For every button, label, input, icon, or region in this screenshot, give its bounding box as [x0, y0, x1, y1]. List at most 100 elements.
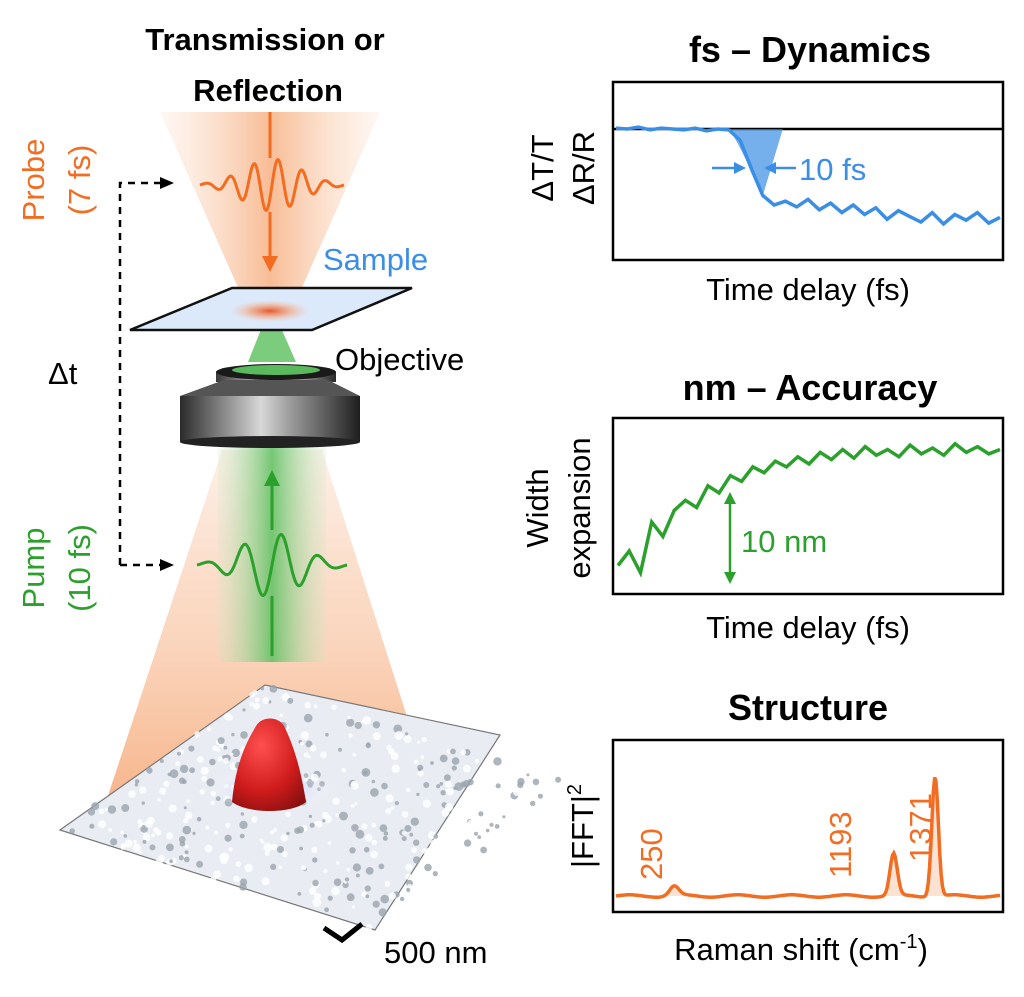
- surface-texture-dot: [351, 780, 358, 788]
- surface-texture-dot: [169, 769, 179, 779]
- surface-texture-dot: [344, 877, 350, 882]
- pump-duration: (10 fs): [62, 524, 97, 612]
- surface-texture-dot: [297, 892, 302, 896]
- surface-texture-dot: [98, 808, 105, 815]
- surface-texture-dot: [371, 779, 376, 784]
- surface-texture-dot: [440, 790, 446, 796]
- surface-texture-dot: [240, 731, 248, 739]
- accuracy-trace: [616, 441, 1001, 578]
- surface-texture-dot: [175, 761, 180, 766]
- surface-texture-dot: [378, 863, 385, 870]
- peak-label-1193: 1193: [823, 811, 858, 878]
- surface-texture-dot: [415, 883, 422, 890]
- surface-texture-dot: [450, 748, 456, 755]
- surface-texture-dot: [433, 834, 439, 839]
- surface-texture-dot: [401, 830, 407, 836]
- surface-texture-dot: [445, 803, 454, 812]
- surface-texture-dot: [183, 818, 189, 824]
- delay-label: Δt: [48, 356, 78, 391]
- surface-texture-dot: [309, 744, 317, 752]
- surface-texture-dot: [417, 740, 421, 744]
- surface-texture-dot: [417, 764, 424, 771]
- surface-texture-dot: [413, 839, 420, 846]
- setup-illustration: [58, 112, 573, 944]
- surface-texture-dot: [251, 816, 258, 823]
- surface-texture-dot: [485, 828, 490, 833]
- surface-texture-dot: [453, 786, 457, 790]
- surface-texture-dot: [159, 787, 167, 795]
- surface-texture-dot: [178, 836, 186, 843]
- surface-texture-dot: [217, 756, 223, 762]
- surface-texture-dot: [146, 767, 153, 774]
- surface-texture-dot: [167, 772, 172, 777]
- surface-texture-dot: [441, 809, 450, 817]
- surface-texture-dot: [327, 841, 332, 845]
- accuracy-xlabel: Time delay (fs): [706, 610, 910, 645]
- surface-texture-dot: [409, 832, 414, 837]
- surface-texture-dot: [321, 811, 329, 819]
- dynamics-frame: [611, 80, 1005, 262]
- surface-texture-dot: [346, 867, 351, 872]
- surface-texture-dot: [478, 811, 484, 817]
- surface-texture-dot: [201, 775, 208, 782]
- dynamics-xlabel: Time delay (fs): [706, 272, 910, 307]
- surface-texture-dot: [261, 840, 265, 844]
- surface-texture-dot: [263, 842, 273, 852]
- title-line-1: Transmission or: [145, 22, 384, 57]
- surface-texture-dot: [406, 787, 411, 793]
- sample-label: Sample: [323, 242, 428, 277]
- surface-texture-dot: [496, 777, 500, 781]
- probe-duration: (7 fs): [62, 145, 97, 216]
- surface-texture-dot: [104, 807, 109, 811]
- surface-texture-dot: [205, 825, 210, 830]
- probe-beam-cone: [160, 112, 380, 310]
- surface-texture-dot: [128, 790, 136, 798]
- surface-texture-dot: [463, 780, 471, 788]
- surface-texture-dot: [454, 782, 464, 791]
- surface-texture-dot: [139, 786, 147, 794]
- surface-texture-dot: [327, 895, 333, 901]
- surface-texture-dot: [197, 756, 204, 763]
- surface-texture-dot: [309, 822, 315, 828]
- surface-texture-dot: [300, 731, 310, 740]
- surface-texture-dot: [260, 686, 265, 691]
- surface-texture-dot: [351, 905, 356, 909]
- surface-texture-dot: [341, 768, 347, 773]
- surface-texture-dot: [91, 802, 100, 811]
- surface-texture-dot: [339, 811, 348, 821]
- accuracy-frame: [611, 416, 1005, 596]
- signal-peak: [232, 718, 306, 811]
- surface-texture-dot: [303, 752, 309, 758]
- surface-texture-dot: [372, 732, 381, 741]
- surface-texture-dot: [278, 865, 283, 870]
- surface-texture-dot: [235, 861, 242, 867]
- surface-texture-dot: [338, 747, 342, 752]
- surface-texture-dot: [463, 764, 471, 773]
- surface-texture-dot: [511, 799, 515, 803]
- surface-texture-dot: [186, 799, 191, 803]
- surface-texture-dot: [141, 801, 145, 805]
- surface-texture-dot: [239, 833, 245, 839]
- surface-texture-dot: [153, 827, 159, 834]
- surface-texture-dot: [279, 713, 284, 717]
- surface-texture-dot: [477, 835, 482, 839]
- surface-texture-dot: [346, 893, 355, 902]
- surface-texture-dot: [394, 731, 404, 740]
- surface-texture-dot: [322, 819, 326, 823]
- surface-texture-dot: [331, 887, 340, 896]
- surface-texture-dot: [216, 748, 221, 752]
- surface-texture-dot: [138, 824, 142, 828]
- surface-texture-dot: [89, 823, 95, 829]
- surface-texture-dot: [526, 773, 530, 777]
- surface-texture-dot: [134, 779, 140, 784]
- surface-texture-dot: [210, 800, 215, 805]
- surface-texture-dot: [300, 741, 304, 746]
- surface-texture-dot: [405, 887, 411, 893]
- surface-texture-dot: [98, 820, 107, 829]
- accuracy-annotation: 10 nm: [741, 524, 827, 559]
- structure-xlabel: Raman shift (cm-1): [674, 931, 928, 967]
- surface-texture-dot: [371, 822, 377, 828]
- surface-texture-dot: [421, 737, 427, 743]
- surface-texture-dot: [184, 844, 189, 849]
- surface-texture-dot: [166, 832, 174, 840]
